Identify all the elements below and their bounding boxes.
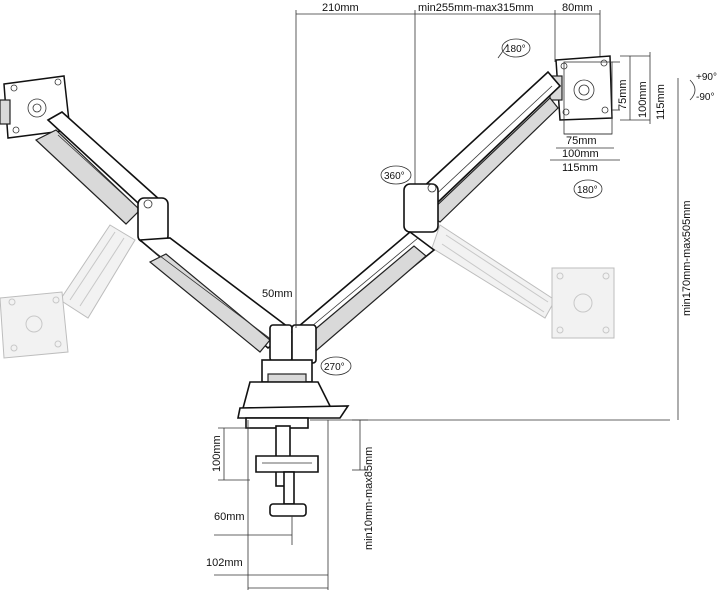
dim-vesa-115-h: 115mm <box>562 162 598 174</box>
angle-badge-270: 270° <box>320 356 352 376</box>
dim-clamp-height: 100mm <box>211 435 223 472</box>
top-dimension-lines <box>295 10 601 330</box>
desk-clamp <box>245 417 319 545</box>
angle-badge-360: 360° <box>380 165 412 185</box>
dim-desk-thickness: min10mm-max85mm <box>363 447 375 550</box>
dim-column-offset: 50mm <box>262 288 293 300</box>
angle-tilt-up: +90° <box>696 72 717 83</box>
vesa-dimension-lines <box>550 52 651 161</box>
dim-vesa-75-v: 75mm <box>617 79 629 110</box>
right-lower-arm <box>290 230 436 364</box>
dim-top-mid: min255mm-max315mm <box>418 2 534 14</box>
ghost-right-assembly <box>431 224 615 339</box>
dim-base-102: 102mm <box>206 557 243 569</box>
angle-tilt-down: -90° <box>696 92 714 103</box>
right-vesa-plate <box>549 55 613 121</box>
angle-180-top: 180° <box>505 44 526 55</box>
bottom-dimension-lines <box>214 310 368 590</box>
left-lower-arm <box>137 237 294 362</box>
angle-270: 270° <box>324 362 345 373</box>
dim-vesa-100-v: 100mm <box>637 81 649 118</box>
ghost-left-assembly <box>0 224 136 359</box>
height-dimension-lines <box>310 55 679 421</box>
dim-base-60: 60mm <box>214 511 245 523</box>
dim-top-left: 210mm <box>322 2 359 14</box>
right-upper-arm <box>403 70 562 233</box>
dim-height-range: min170mm-max505mm <box>681 200 693 316</box>
angle-360: 360° <box>384 171 405 182</box>
angle-badge-180-bottom: 180° <box>573 179 603 199</box>
dim-top-right: 80mm <box>562 2 593 14</box>
angle-180-bottom: 180° <box>577 185 598 196</box>
dim-vesa-100-h: 100mm <box>562 148 599 160</box>
dim-vesa-75-h: 75mm <box>566 135 597 147</box>
dim-vesa-115-v: 115mm <box>655 84 667 120</box>
center-column <box>237 359 350 419</box>
angle-badge-180-top: 180° <box>501 38 531 58</box>
left-upper-arm <box>34 111 169 243</box>
